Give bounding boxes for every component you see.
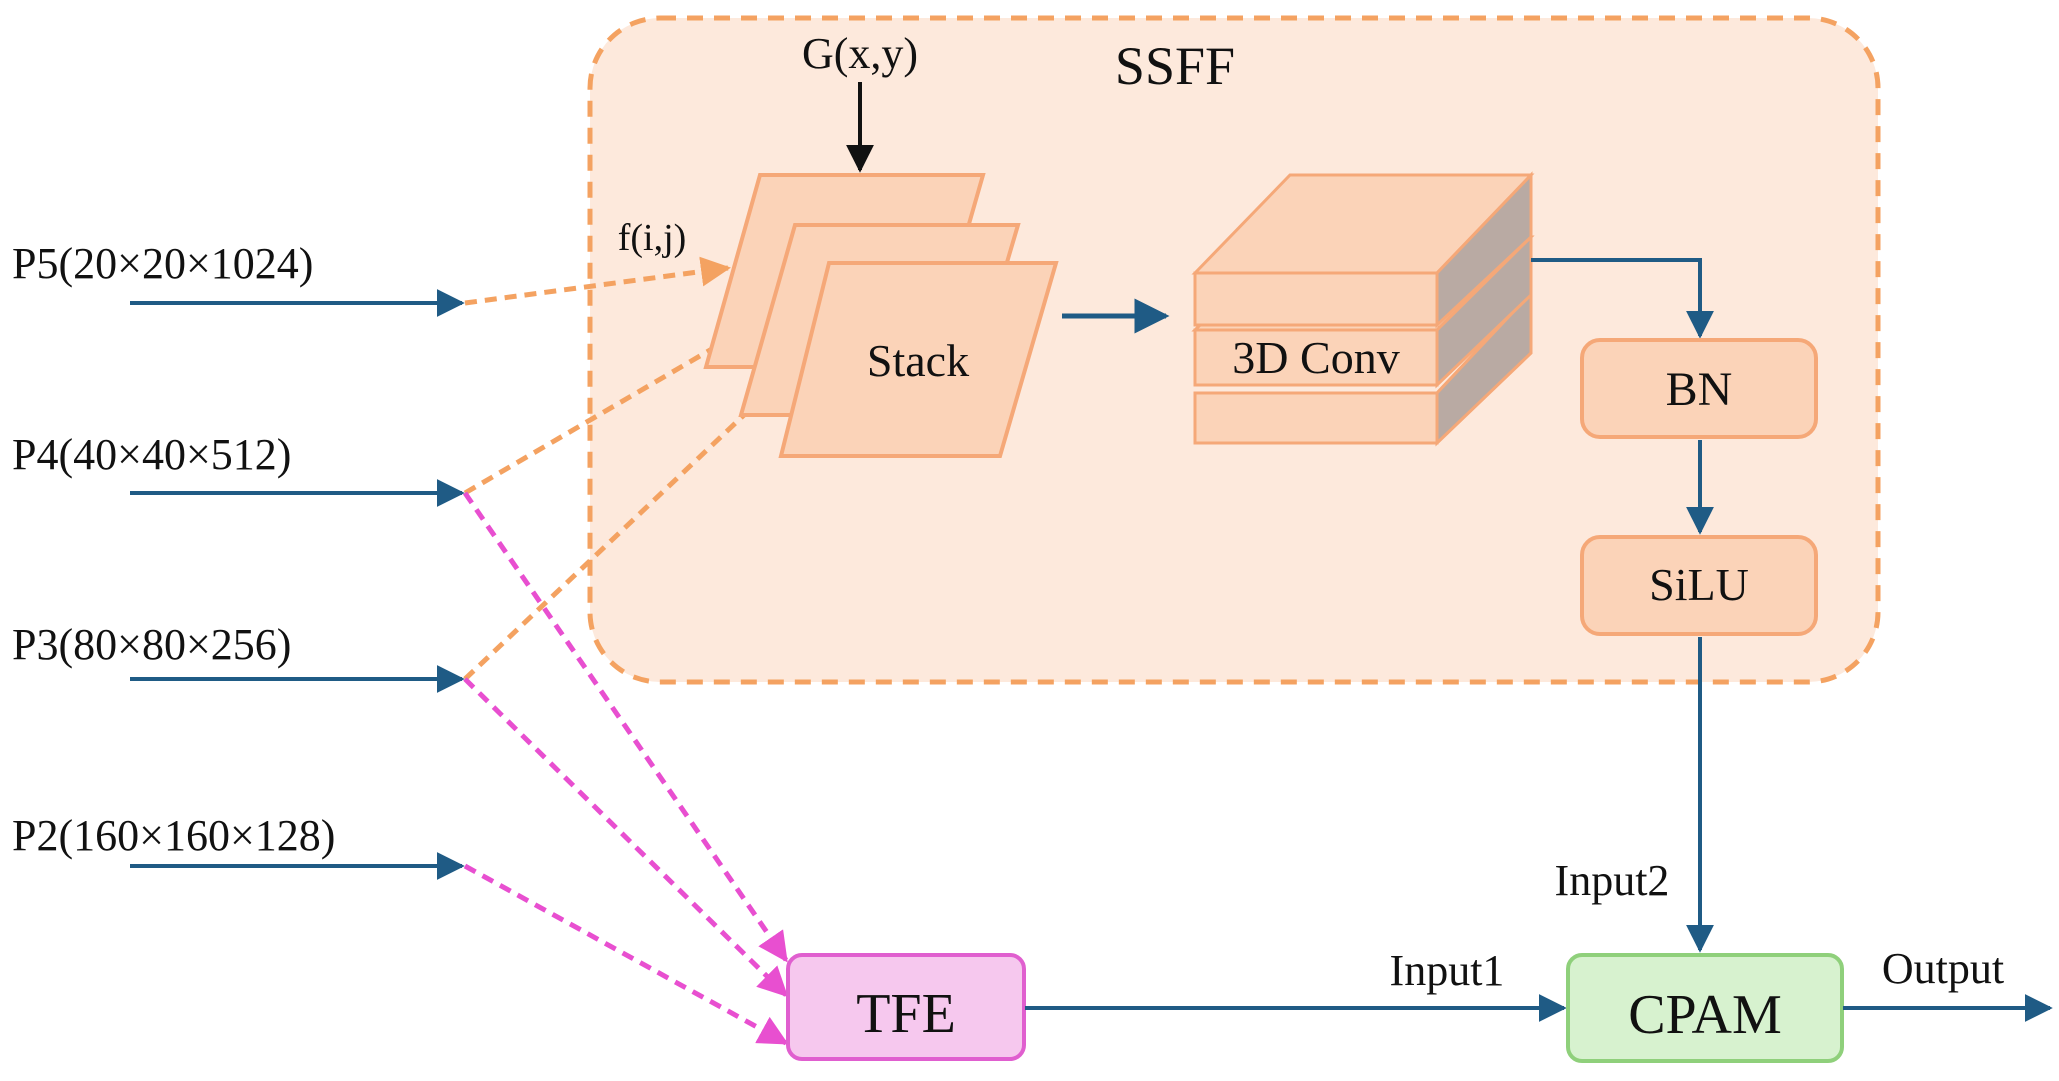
ssff-title: SSFF <box>1115 36 1235 96</box>
input2-label: Input2 <box>1555 856 1670 905</box>
input-label-p2: P2(160×160×128) <box>12 811 335 860</box>
stack-label: Stack <box>867 335 969 386</box>
bn-box <box>1580 338 1818 439</box>
tfe-label: TFE <box>856 983 956 1045</box>
input-label-p4: P4(40×40×512) <box>12 430 291 479</box>
conv-block <box>1191 171 1535 447</box>
input1-label: Input1 <box>1390 946 1505 995</box>
input-label-p5: P5(20×20×1024) <box>12 239 313 288</box>
feature-label: f(i,j) <box>618 217 687 259</box>
p4-to-tfe-arrow <box>462 491 789 963</box>
bn-label: BN <box>1666 363 1733 416</box>
p5-to-stack-arrow <box>464 256 731 306</box>
cpam-label: CPAM <box>1628 984 1782 1046</box>
output-label: Output <box>1882 944 2004 993</box>
silu-label: SiLU <box>1649 559 1749 610</box>
silu-box <box>1580 535 1818 636</box>
tfe-box <box>786 953 1026 1061</box>
top-input-label: G(x,y) <box>802 29 918 78</box>
p2-to-tfe-arrow <box>463 863 789 1046</box>
input-label-p3: P3(80×80×256) <box>12 620 291 669</box>
cpam-box <box>1566 953 1844 1063</box>
p3-to-tfe-arrow <box>463 677 789 998</box>
conv-label: 3D Conv <box>1232 332 1399 383</box>
stack-layer-front <box>778 261 1059 458</box>
conv-to-bn-arrow <box>1531 258 1714 339</box>
